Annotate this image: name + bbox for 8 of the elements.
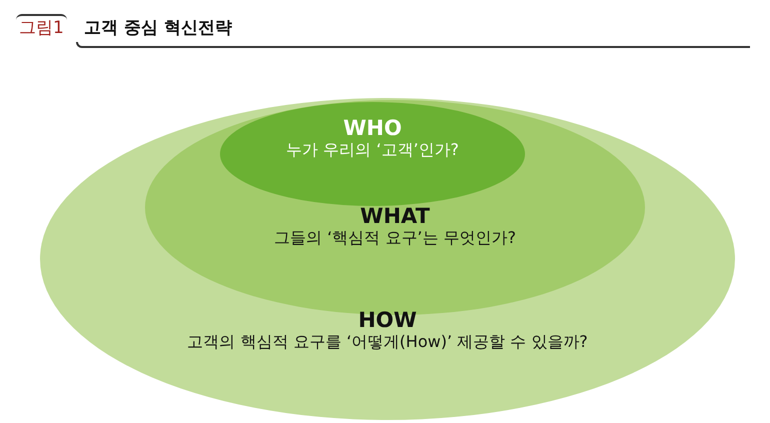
ellipse-heading: HOW: [358, 308, 417, 332]
ellipse-heading: WHO: [343, 116, 402, 140]
ellipse-heading: WHAT: [360, 204, 430, 228]
ellipse-question: 누가 우리의 ‘고객’인가?: [286, 140, 459, 161]
ellipse-question: 그들의 ‘핵심적 요구’는 무엇인가?: [274, 228, 516, 249]
figure-tag: 그림1: [16, 14, 67, 39]
figure-title: 고객 중심 혁신전략: [84, 17, 232, 39]
ellipse-question: 고객의 핵심적 요구를 ‘어떻게(How)’ 제공할 수 있을까?: [187, 332, 588, 353]
